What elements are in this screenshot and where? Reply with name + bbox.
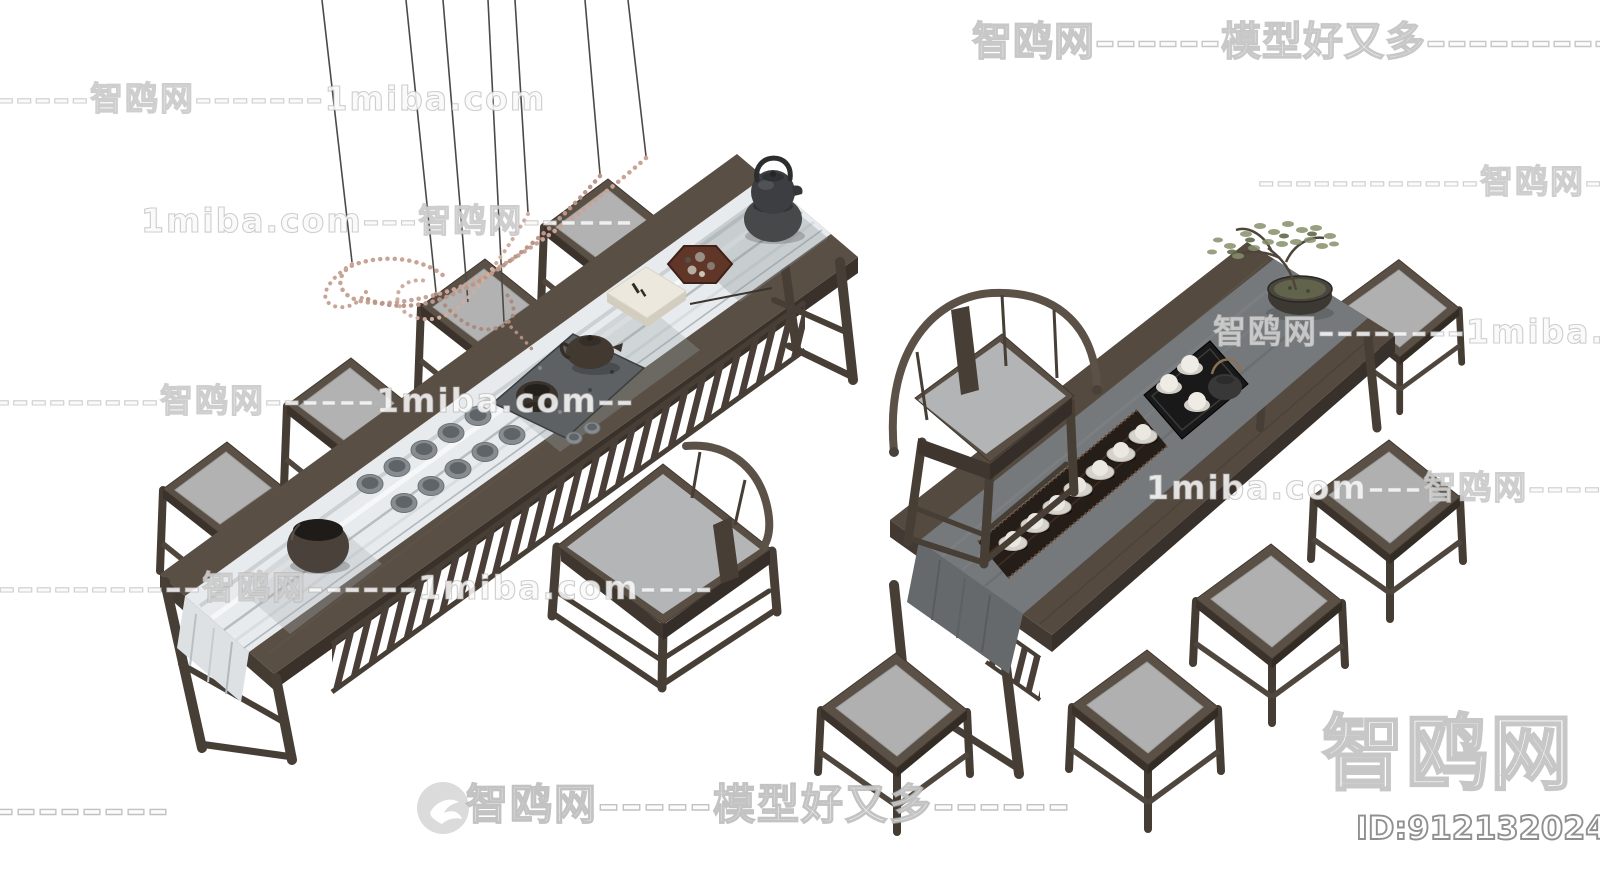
white-book [606,266,687,327]
crest-rail [682,441,774,550]
long-tea-table-left [160,154,858,765]
black-bowl [287,519,350,574]
round-back-armchair [888,288,1102,569]
square-stool [1069,650,1221,829]
incense-stick [689,287,773,305]
square-stool [1311,440,1463,619]
crest-rail [888,288,1101,456]
round-back-chair [547,441,782,693]
back-splat [951,306,979,395]
stone-slab-with-teapot [491,333,646,439]
lattice-apron [332,302,805,692]
black-tray [1143,340,1249,440]
hexagonal-wood-tray [666,245,734,284]
hanging-bead-chandelier [321,0,649,354]
square-stool [818,653,970,832]
small-tea-cups [356,406,601,513]
square-stool [1193,544,1345,723]
seat-cushion [918,342,1066,454]
bonsai-plant [1207,221,1339,321]
iron-kettle [744,155,805,244]
back-splat [713,517,739,584]
seat-cushion [567,474,760,614]
